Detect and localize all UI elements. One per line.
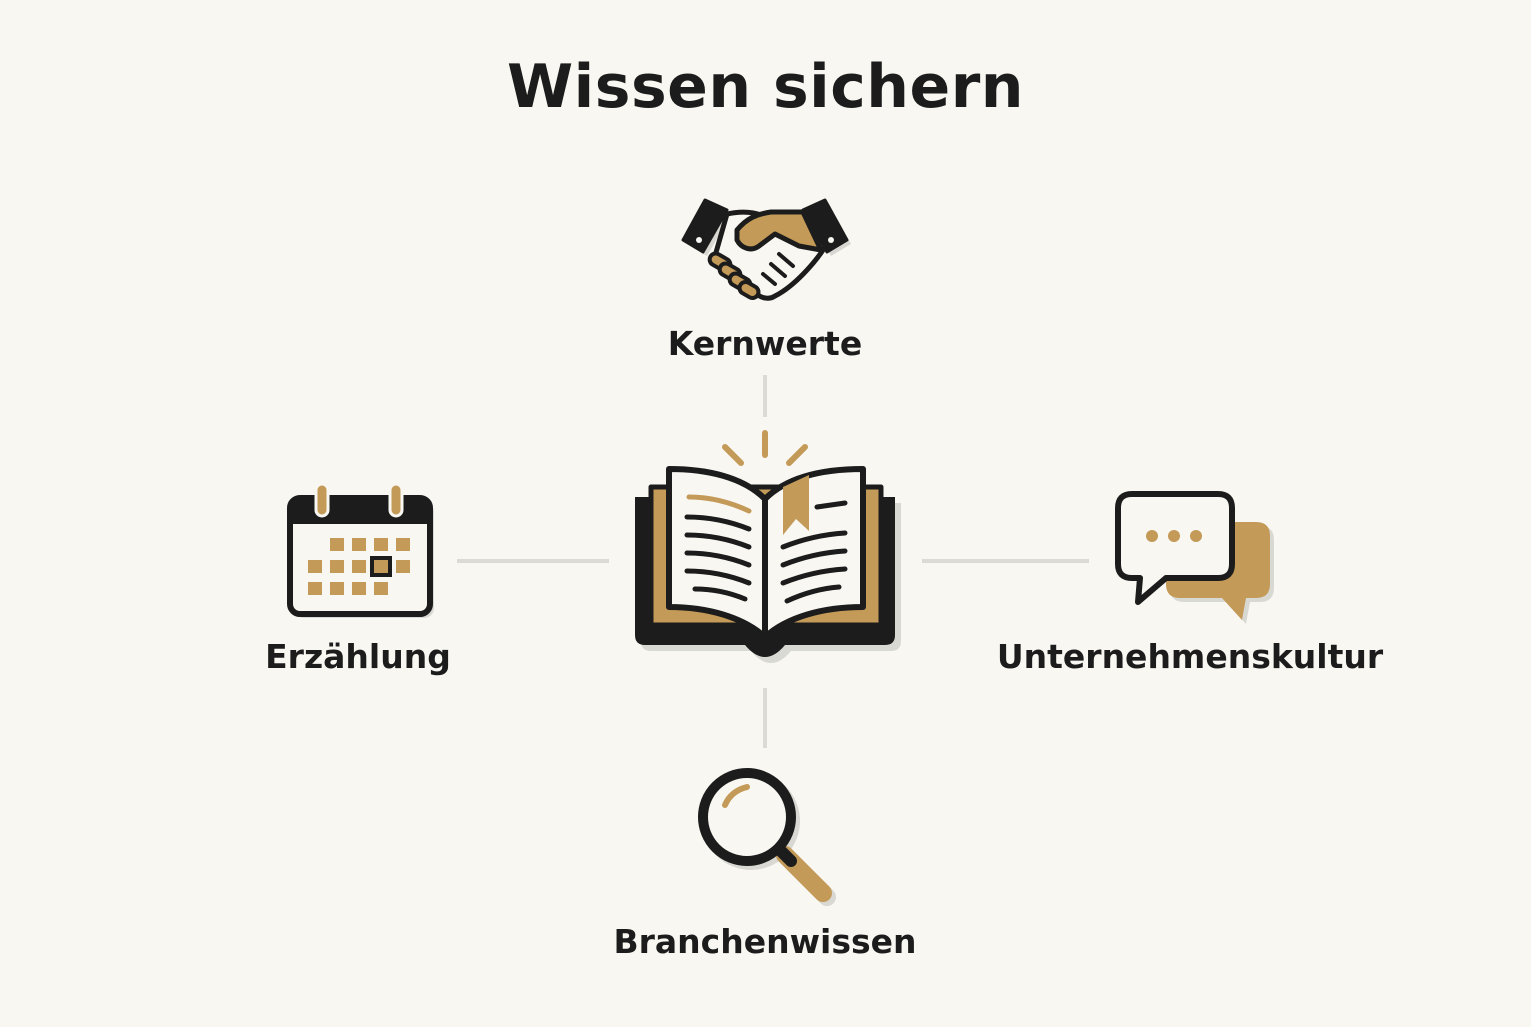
chat-bubbles-icon xyxy=(1110,488,1280,628)
connector-bottom xyxy=(763,688,767,748)
node-label-unternehmenskultur: Unternehmenskultur xyxy=(996,637,1384,676)
node-label-kernwerte: Kernwerte xyxy=(667,324,863,363)
connector-left xyxy=(457,559,609,563)
node-label-branchenwissen: Branchenwissen xyxy=(613,922,917,961)
connector-right xyxy=(922,559,1089,563)
node-label-erzaehlung: Erzählung xyxy=(265,637,451,676)
calendar-icon xyxy=(282,480,437,620)
magnifier-icon xyxy=(695,765,845,915)
page-title: Wissen sichern xyxy=(506,52,1025,122)
open-book-icon xyxy=(625,425,910,665)
connector-top xyxy=(763,375,767,417)
handshake-icon xyxy=(675,190,855,310)
